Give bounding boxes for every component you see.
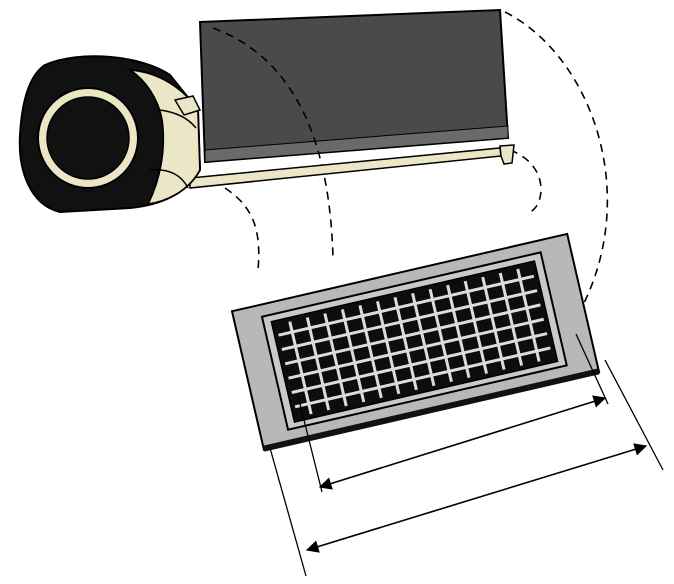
tape-measure-icon — [18, 55, 515, 214]
grille-horizontal-bar — [278, 274, 535, 337]
dimension-arrows — [305, 395, 648, 553]
projection-line-1 — [212, 27, 334, 259]
grille-vertical-bar — [376, 300, 401, 395]
extension-line-outer-left — [269, 447, 307, 577]
projection-line-2 — [504, 11, 609, 306]
projection-lines — [212, 11, 609, 306]
projection-line-4 — [509, 149, 542, 213]
grille-vertical-bar — [288, 321, 313, 415]
grille-horizontal-bar — [284, 303, 541, 366]
grille-lines — [278, 268, 551, 415]
grille-vertical-bar — [428, 288, 453, 383]
grille-vertical-bar — [463, 280, 488, 374]
grille-vertical-bar — [393, 296, 418, 391]
grille-vertical-bar — [446, 284, 471, 379]
duct-opening-icon — [198, 8, 510, 164]
extension-line-inner-right — [575, 333, 609, 405]
grille-vertical-bar — [323, 313, 348, 407]
grille-vertical-bar — [358, 305, 383, 399]
grille-horizontal-bar — [281, 289, 538, 351]
extension-line-outer-right — [604, 359, 664, 471]
tape-reel-center — [46, 96, 130, 180]
projection-line-3 — [224, 187, 260, 271]
grille-vertical-bar — [340, 309, 366, 403]
tape-hook — [499, 144, 515, 165]
grille-horizontal-bar — [288, 317, 545, 380]
grille-vertical-bar — [498, 272, 524, 366]
grille-vertical-bar — [481, 276, 506, 370]
vent-register-icon — [230, 232, 601, 452]
grille-vertical-bar — [411, 292, 436, 387]
duct-opening-lip — [204, 125, 509, 163]
grille-horizontal-bar — [291, 332, 548, 394]
double-arrow-icon — [305, 443, 648, 553]
grille-vertical-bar — [305, 317, 331, 411]
tape-lock-button — [173, 95, 202, 116]
grille-vertical-bar — [516, 268, 541, 362]
